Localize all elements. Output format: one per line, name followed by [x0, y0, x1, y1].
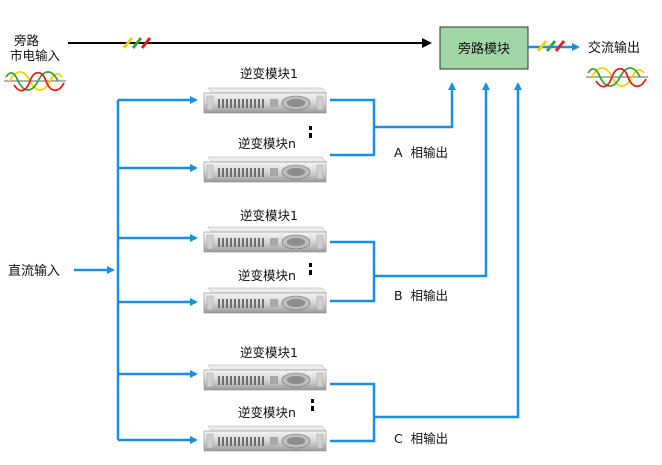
phase-c-output-label: C 相输出: [394, 431, 448, 446]
phase-c-continuation-dots-icon: [311, 399, 314, 411]
output-three-phase-hash-marks-icon: [536, 39, 566, 53]
phase-b-combine-lines: [330, 84, 486, 303]
output-three-phase-sine-wave-icon: [585, 67, 649, 88]
phase-b-inverter-module-1-icon: [203, 226, 327, 253]
phase-c-group: 逆变模块1 逆变模块n C 相输出: [203, 84, 518, 452]
phase-c-inverter-module-1-icon: [203, 364, 327, 391]
phase-a-inverter-module-1-icon: [203, 87, 327, 114]
phase-b-module-1-label: 逆变模块1: [240, 208, 298, 223]
phase-b-output-label: B 相输出: [394, 288, 448, 303]
phase-c-inverter-module-n-icon: [203, 425, 327, 452]
ac-output-label: 交流输出: [588, 40, 640, 56]
phase-a-module-1-label: 逆变模块1: [240, 66, 298, 81]
dc-input-label: 直流输入: [8, 263, 60, 279]
phase-a-output-label: A 相输出: [394, 145, 448, 160]
phase-b-inverter-module-n-icon: [203, 287, 327, 314]
phase-b-module-n-label: 逆变模块n: [238, 268, 296, 283]
phase-a-group: 逆变模块1 逆变模块n A 相输出: [203, 66, 452, 183]
phase-b-continuation-dots-icon: [309, 263, 312, 275]
bypass-three-phase-sine-wave-icon: [3, 71, 67, 92]
dc-feeds: [118, 96, 198, 444]
phase-a-combine-lines: [330, 84, 452, 157]
bypass-module-label: 旁路模块: [458, 41, 510, 57]
bypass-line-three-phase-hash-marks-icon: [122, 36, 152, 50]
phase-c-combine-lines: [330, 84, 518, 443]
phase-b-group: 逆变模块1 逆变模块n B 相输出: [203, 84, 486, 314]
phase-a-module-n-label: 逆变模块n: [238, 136, 296, 151]
phase-a-inverter-module-n-icon: [203, 156, 327, 183]
phase-a-continuation-dots-icon: [309, 126, 312, 138]
bypass-input-label-line2: 市电输入: [10, 48, 61, 63]
bypass-input-label-line1: 旁路: [14, 33, 40, 48]
phase-c-module-n-label: 逆变模块n: [238, 405, 296, 420]
phase-c-module-1-label: 逆变模块1: [240, 345, 298, 360]
